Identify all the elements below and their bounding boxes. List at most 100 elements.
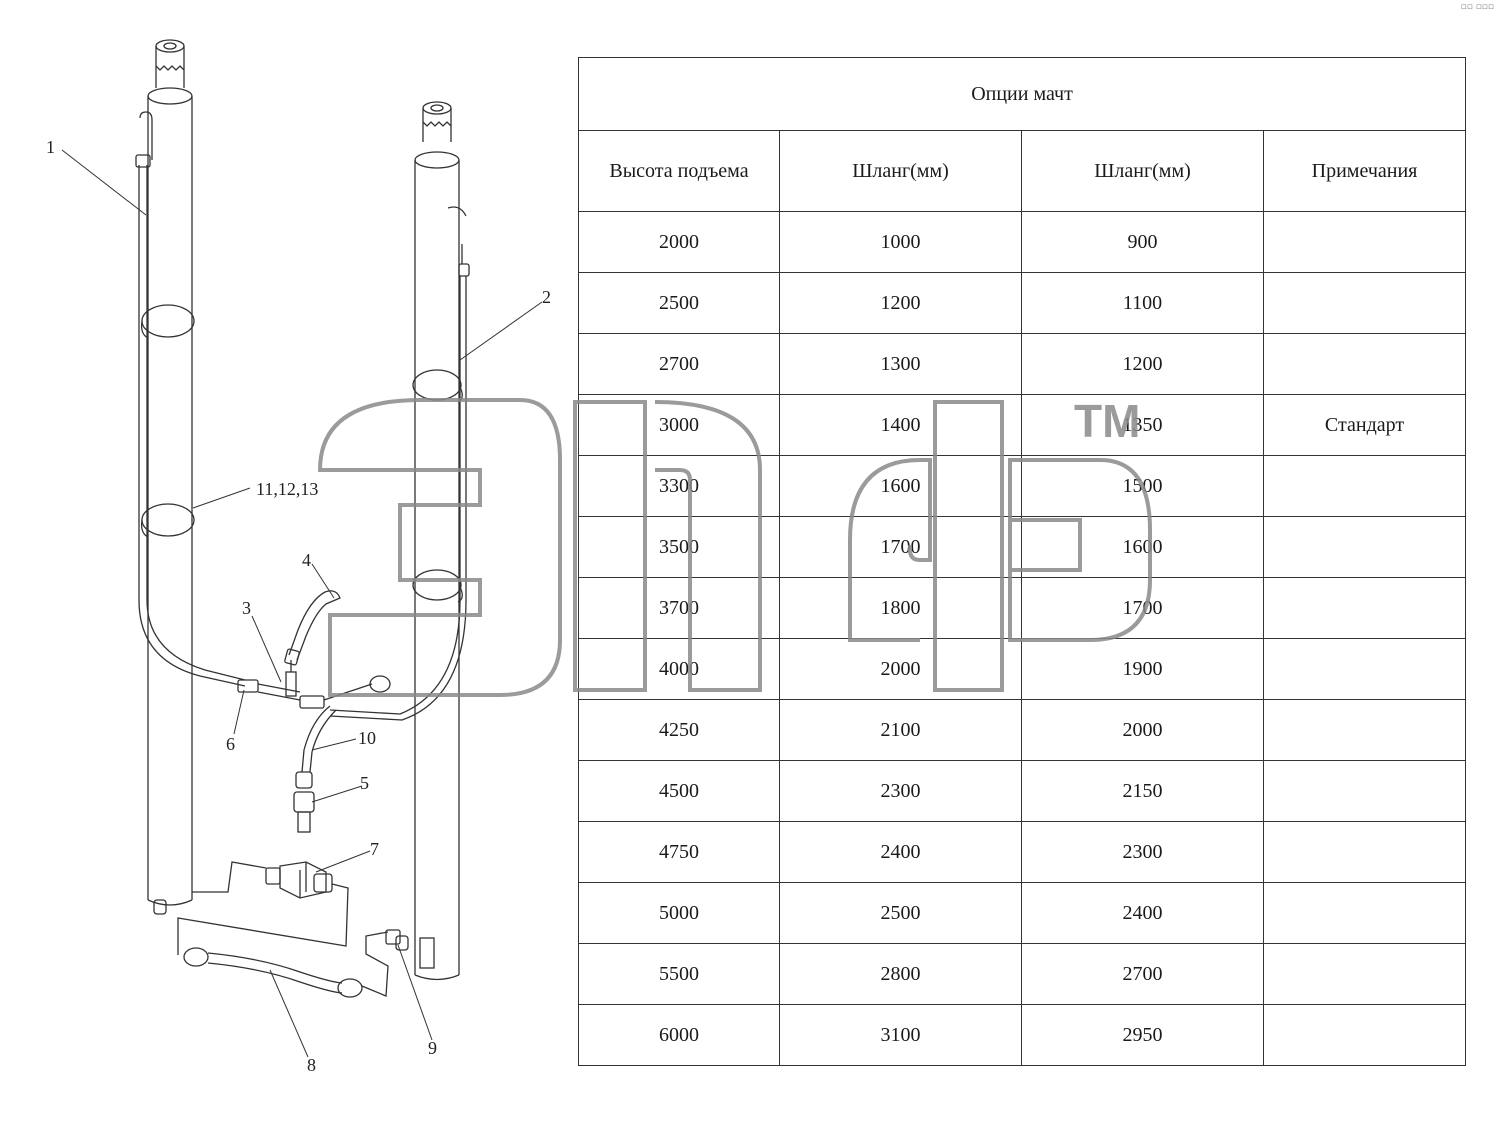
hose-8 — [183, 947, 363, 998]
hose-1 — [139, 111, 153, 160]
table-cell: Стандарт — [1262, 394, 1467, 456]
table-cell: 2400 — [779, 821, 1022, 883]
table-cell: 2300 — [1021, 821, 1264, 883]
table-cell — [1262, 516, 1467, 578]
adapter-5 — [293, 771, 315, 833]
table-cell: 2400 — [1021, 882, 1264, 944]
table-cell: 2700 — [578, 333, 780, 395]
table-cell: 4000 — [578, 638, 780, 700]
table-cell — [1262, 211, 1467, 273]
table-cell: 1000 — [779, 211, 1022, 273]
table-cell: 1600 — [779, 455, 1022, 517]
table-cell: 1200 — [779, 272, 1022, 334]
callout-5: 5 — [360, 773, 369, 793]
table-cell: 1200 — [1021, 333, 1264, 395]
callout-3: 3 — [242, 598, 251, 618]
table-cell: 2950 — [1021, 1004, 1264, 1066]
hose-diagram: 1 2 11,12,13 4 3 6 10 5 7 8 9 — [46, 39, 551, 1075]
callout-9: 9 — [428, 1038, 437, 1058]
table-cell: 2800 — [779, 943, 1022, 1005]
header-hose-2: Шланг(мм) — [1021, 130, 1264, 212]
table-cell — [1262, 333, 1467, 395]
callout-4: 4 — [302, 550, 311, 570]
table-cell: 2000 — [779, 638, 1022, 700]
table-cell — [1262, 882, 1467, 944]
table-cell — [1262, 1004, 1467, 1066]
table-cell: 1400 — [779, 394, 1022, 456]
table-cell: 5500 — [578, 943, 780, 1005]
table-cell: 4250 — [578, 699, 780, 761]
table-cell — [1262, 943, 1467, 1005]
table-cell: 2150 — [1021, 760, 1264, 822]
tee-fitting — [237, 660, 301, 701]
mast-options-table: Опции мачт Высота подъема Шланг(мм) Шлан… — [577, 57, 1467, 1066]
table-cell: 1350 — [1021, 394, 1264, 456]
table-cell: 1700 — [779, 516, 1022, 578]
table-cell: 6000 — [578, 1004, 780, 1066]
callout-11-12-13: 11,12,13 — [256, 479, 318, 499]
table-cell: 900 — [1021, 211, 1264, 273]
corner-mark: ▫▫ ▫▫▫ — [1460, 2, 1494, 12]
table-cell: 3000 — [578, 394, 780, 456]
header-hose-1: Шланг(мм) — [779, 130, 1022, 212]
callout-7: 7 — [370, 839, 379, 859]
table-cell: 1700 — [1021, 577, 1264, 639]
callout-1: 1 — [46, 137, 55, 157]
table-cell — [1262, 699, 1467, 761]
callout-2: 2 — [542, 287, 551, 307]
table-cell: 3100 — [779, 1004, 1022, 1066]
table-cell: 2700 — [1021, 943, 1264, 1005]
callout-10: 10 — [358, 728, 376, 748]
right-cylinder — [414, 101, 460, 981]
table-cell: 3500 — [578, 516, 780, 578]
table-cell: 2500 — [779, 882, 1022, 944]
table-cell: 2500 — [578, 272, 780, 334]
table-cell: 3700 — [578, 577, 780, 639]
table-cell: 1500 — [1021, 455, 1264, 517]
table-cell: 4750 — [578, 821, 780, 883]
table-cell: 3300 — [578, 455, 780, 517]
table-cell: 1800 — [779, 577, 1022, 639]
header-notes: Примечания — [1262, 130, 1467, 212]
table-cell: 1300 — [779, 333, 1022, 395]
left-cylinder — [147, 39, 193, 915]
table-cell: 1600 — [1021, 516, 1264, 578]
table-cell — [1262, 638, 1467, 700]
callout-6: 6 — [226, 734, 235, 754]
table-cell — [1262, 760, 1467, 822]
valve-block-7 — [265, 861, 333, 899]
table-cell: 2000 — [1021, 699, 1264, 761]
table-cell — [1262, 272, 1467, 334]
table-cell: 1900 — [1021, 638, 1264, 700]
table-cell: 2100 — [779, 699, 1022, 761]
table-title: Опции мачт — [577, 57, 1467, 131]
table-cell: 2300 — [779, 760, 1022, 822]
table-cell — [1262, 455, 1467, 517]
header-lift-height: Высота подъема — [578, 130, 780, 212]
clamp — [141, 503, 195, 537]
clamp — [412, 569, 462, 601]
table-cell — [1262, 821, 1467, 883]
hose-10 — [301, 705, 337, 773]
callout-8: 8 — [307, 1055, 316, 1075]
hose-4 — [288, 590, 341, 661]
hose-2 — [447, 206, 467, 217]
table-cell — [1262, 577, 1467, 639]
table-cell: 2000 — [578, 211, 780, 273]
clamp — [412, 369, 462, 401]
fitting-9 — [385, 929, 409, 951]
